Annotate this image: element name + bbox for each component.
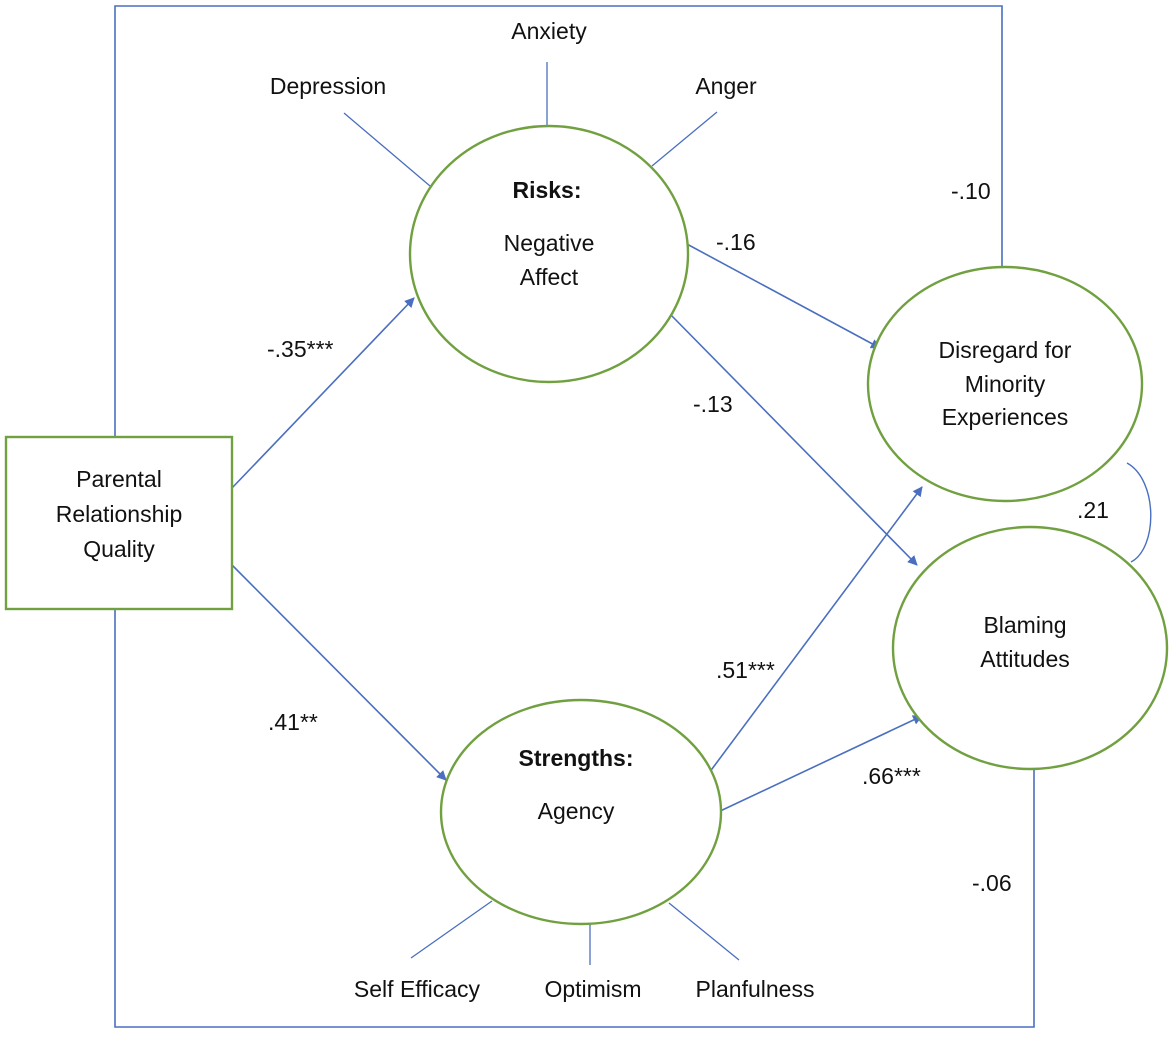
path-risks-to-disregard xyxy=(684,242,881,349)
coef-risks-to-disregard: -.16 xyxy=(716,229,756,255)
coef-risks-to-blaming: -.13 xyxy=(693,391,733,417)
risks-heading: Risks: xyxy=(512,177,581,203)
node-disregard-ellipse xyxy=(866,265,1144,503)
indicator-line-depression xyxy=(343,112,431,187)
path-parental-to-disregard xyxy=(114,5,1007,436)
blaming-label-line-2: Attitudes xyxy=(980,646,1070,672)
node-blaming-ellipse xyxy=(891,525,1169,771)
indicator-anxiety: Anxiety xyxy=(511,18,587,44)
indicator-planfulness: Planfulness xyxy=(696,976,815,1002)
strengths-heading: Strengths: xyxy=(519,745,634,771)
coef-parental-to-disregard: -.10 xyxy=(951,178,991,204)
path-strengths-to-disregard xyxy=(705,486,923,778)
coef-parental-to-risks: -.35*** xyxy=(267,336,334,362)
indicator-self-efficacy: Self Efficacy xyxy=(354,976,481,1002)
risks-label-line-2: Affect xyxy=(520,264,579,290)
coef-covariance: .21 xyxy=(1077,497,1109,523)
indicator-anger: Anger xyxy=(695,73,757,99)
blaming-label-line-1: Blaming xyxy=(983,612,1066,638)
path-parental-to-risks xyxy=(231,297,415,489)
indicator-depression: Depression xyxy=(270,73,386,99)
node-risks-ellipse xyxy=(408,124,690,384)
indicator-optimism: Optimism xyxy=(544,976,641,1002)
disregard-label-line-2: Minority xyxy=(965,371,1046,397)
coef-strengths-to-disregard: .51*** xyxy=(716,657,775,683)
path-strengths-to-blaming xyxy=(715,715,923,814)
path-risks-to-blaming xyxy=(668,312,918,566)
parental-label-line-2: Relationship xyxy=(56,501,183,527)
indicator-line-self-efficacy xyxy=(410,900,493,959)
path-parental-to-blaming xyxy=(114,610,1039,1028)
disregard-label-line-3: Experiences xyxy=(942,404,1069,430)
parental-label-line-3: Quality xyxy=(83,536,155,562)
risks-label-line-1: Negative xyxy=(504,230,595,256)
path-parental-to-strengths xyxy=(231,564,447,781)
coef-parental-to-strengths: .41** xyxy=(268,709,318,735)
indicator-line-anger xyxy=(651,111,718,167)
node-strengths-ellipse xyxy=(439,698,723,926)
indicator-line-planfulness xyxy=(668,902,740,961)
coef-strengths-to-blaming: .66*** xyxy=(862,763,921,789)
parental-label-line-1: Parental xyxy=(76,466,162,492)
coef-parental-to-blaming: -.06 xyxy=(972,870,1012,896)
disregard-label-line-1: Disregard for xyxy=(939,337,1072,363)
covariance-curve xyxy=(1126,462,1152,563)
node-parental-box xyxy=(4,435,234,611)
strengths-label-line-1: Agency xyxy=(538,798,615,824)
